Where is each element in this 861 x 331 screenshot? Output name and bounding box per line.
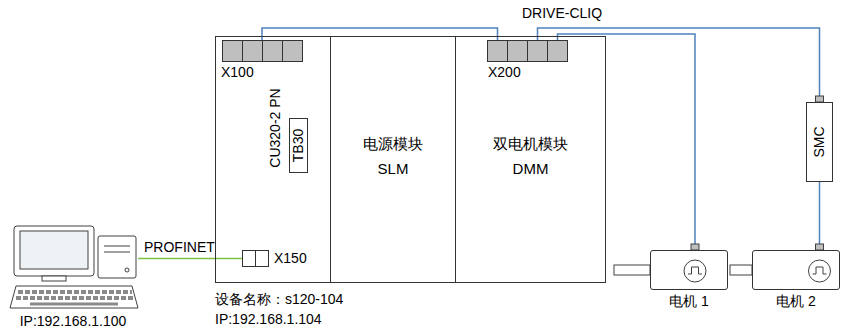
profinet-cable	[138, 258, 242, 260]
computer: IP:192.168.1.100	[8, 222, 138, 312]
computer-illustration	[10, 226, 138, 308]
drive-cliq-cable	[262, 28, 498, 40]
device-name-label: 设备名称：s120-104	[215, 290, 343, 308]
node-text: X100	[221, 63, 254, 81]
connector-label: PROFINET	[144, 238, 215, 256]
power-module: 电源模块 SLM	[330, 36, 456, 283]
node-text: 双电机模块 DMM	[491, 132, 571, 182]
node-text: X150	[274, 249, 307, 267]
node-text: 电机 1	[669, 292, 709, 310]
profinet-port: X150	[242, 250, 269, 267]
node-text: IP:192.168.1.100	[20, 312, 127, 330]
bus-label: DRIVE-CLIQ	[522, 4, 602, 22]
drive-cliq-cable	[538, 28, 820, 102]
node-text: TB30	[289, 129, 307, 162]
node-text: CU320-2 PN	[266, 88, 284, 167]
motor: 电机 1	[650, 250, 728, 290]
node-text: X200	[488, 63, 521, 81]
node-text: 电机 2	[776, 292, 816, 310]
drive-cliq-port: X200	[487, 40, 568, 62]
sensor-module: SMC	[806, 102, 833, 182]
drive-cliq-cable	[558, 34, 696, 250]
node-text: SMC	[810, 126, 828, 157]
control-unit-module: CU320-2 PN X100TB30X150	[215, 36, 331, 283]
drive-cliq-cable	[819, 182, 821, 250]
terminal-board: TB30	[289, 118, 308, 173]
motor: 电机 2	[752, 250, 840, 290]
drive-cliq-port: X100	[222, 40, 303, 62]
node-text: 电源模块 SLM	[360, 132, 426, 182]
ip-address-label: IP:192.168.1.104	[215, 310, 322, 328]
motor-module: 双电机模块 DMM X200	[455, 36, 606, 283]
